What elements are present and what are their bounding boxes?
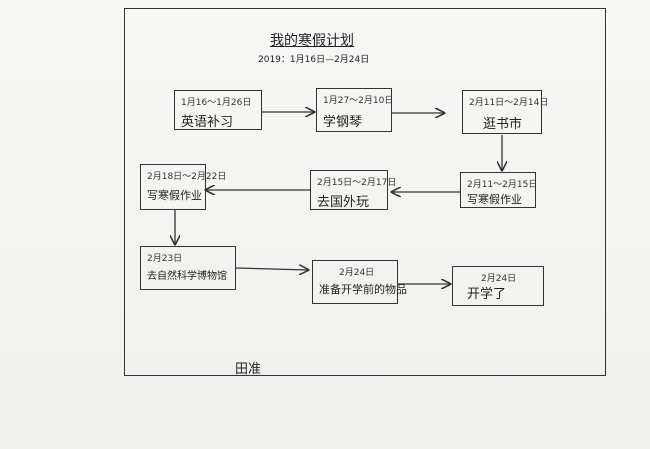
node-n6: 2月18日～2月22日 写寒假作业 [140,164,226,210]
node-n1-activity: 英语补习 [181,115,234,130]
diagram-title: 我的寒假计划 [270,33,354,49]
node-n5-date: 2月15日～2月17日 [317,178,397,188]
node-n1-date: 1月16～1月26日 [181,98,252,108]
node-n9-date: 2月24日 [481,274,517,284]
node-n2-activity: 学钢琴 [323,115,363,130]
node-n7-date: 2月23日 [147,254,183,264]
author-name: 田准 [235,362,262,377]
node-n8-date: 2月24日 [339,268,375,278]
node-n2-date: 1月27～2月10日 [323,96,394,106]
node-n3-date: 2月11日～2月14日 [469,98,549,108]
node-n1: 1月16～1月26日 英语补习 [174,90,262,130]
node-n3-activity: 逛书市 [483,117,523,132]
node-n7-activity: 去自然科学博物馆 [147,271,227,282]
node-n6-date: 2月18日～2月22日 [147,172,227,182]
node-n3: 2月11日～2月14日 逛书市 [462,90,548,134]
page-frame [124,8,606,376]
node-n4-activity: 写寒假作业 [467,193,522,206]
node-n4-date: 2月11～2月15日 [467,180,538,190]
node-n5-activity: 去国外玩 [317,195,370,210]
date-range: 2019：1月16日—2月24日 [258,55,370,65]
node-n4: 2月11～2月15日 写寒假作业 [460,172,538,208]
node-n2: 1月27～2月10日 学钢琴 [316,88,394,132]
arrow-n7-n8 [235,268,308,270]
node-n9: 2月24日 开学了 [452,266,544,306]
node-n5: 2月15日～2月17日 去国外玩 [310,170,396,210]
node-n6-activity: 写寒假作业 [147,189,202,202]
node-n7: 2月23日 去自然科学博物馆 [140,246,236,290]
node-n9-activity: 开学了 [467,287,507,302]
node-n8: 2月24日 准备开学前的物品 [312,260,407,304]
node-n8-activity: 准备开学前的物品 [319,283,407,296]
